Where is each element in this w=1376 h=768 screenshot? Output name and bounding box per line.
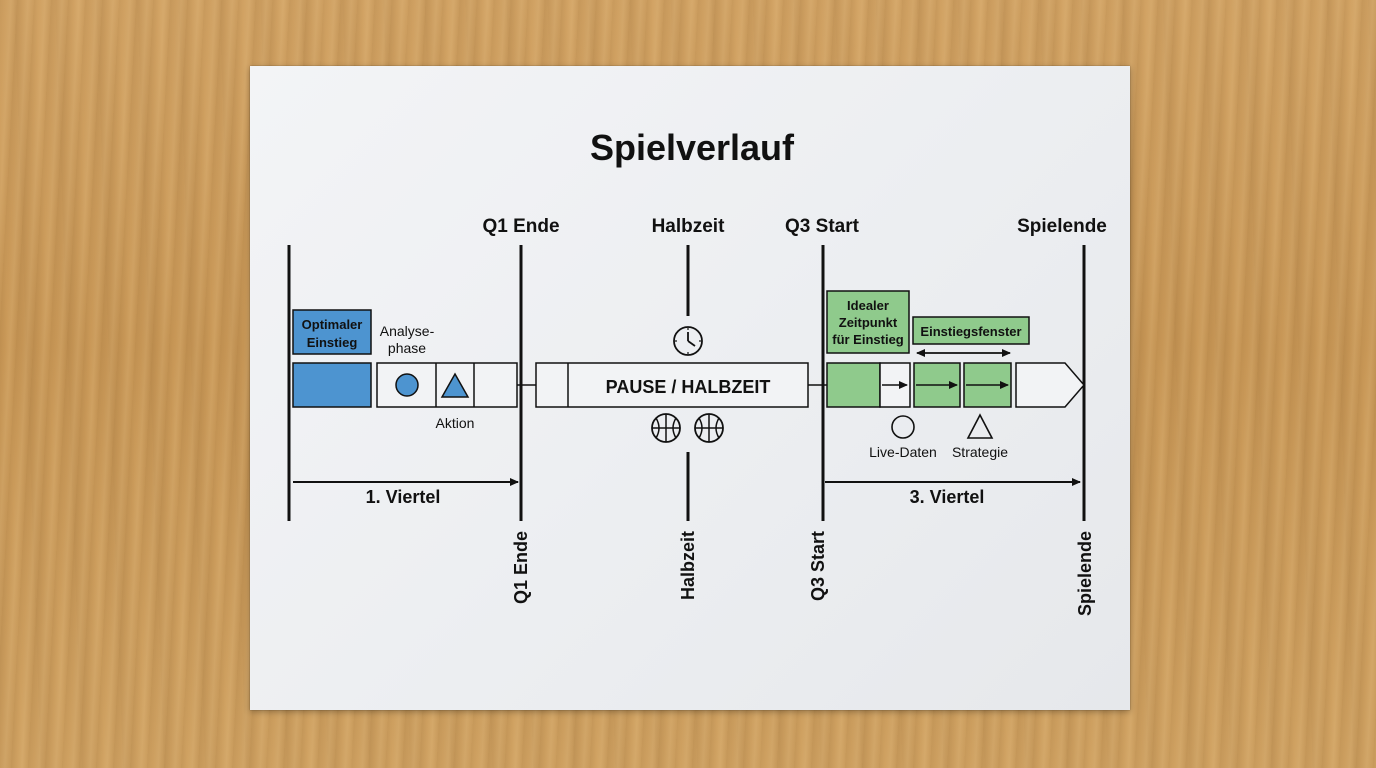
- bottom-label-game-end: Spielende: [1075, 531, 1095, 616]
- bottom-label-q3-start: Q3 Start: [808, 531, 828, 601]
- live-data-label: Live-Daten: [869, 444, 937, 460]
- pause-label: PAUSE / HALBZEIT: [606, 377, 771, 397]
- circle-icon: [396, 374, 418, 396]
- ideal-entry-block: [827, 363, 880, 407]
- circle-icon: [892, 416, 914, 438]
- third-quarter-label: 3. Viertel: [910, 487, 985, 507]
- bottom-label-halftime: Halbzeit: [678, 531, 698, 600]
- basketball-icon: [695, 414, 723, 442]
- marker-label-q3-start: Q3 Start: [785, 216, 860, 237]
- strategy-label: Strategie: [952, 444, 1008, 460]
- end-arrow-block: [1016, 363, 1084, 407]
- marker-label-game-end: Spielende: [1017, 216, 1107, 237]
- optimal-entry-block: [293, 363, 371, 407]
- ideal-time-line2: Zeitpunkt: [839, 315, 898, 330]
- optimal-entry-line2: Einstieg: [307, 335, 358, 350]
- clock-icon: [674, 327, 702, 355]
- entry-window-label: Einstiegsfenster: [920, 324, 1021, 339]
- ideal-time-line3: für Einstieg: [832, 332, 904, 347]
- page-title: Spielverlauf: [590, 127, 795, 168]
- optimal-entry-line1: Optimaler: [302, 317, 363, 332]
- triangle-icon: [968, 415, 992, 438]
- timeline-diagram: Spielverlauf Q1 Ende Halbzeit Q3 Start S…: [250, 66, 1130, 710]
- action-label: Aktion: [436, 415, 475, 431]
- basketball-icon: [652, 414, 680, 442]
- paper-sheet: Spielverlauf Q1 Ende Halbzeit Q3 Start S…: [250, 66, 1130, 710]
- marker-label-halftime: Halbzeit: [652, 216, 726, 237]
- marker-label-q1-end: Q1 Ende: [482, 216, 559, 237]
- bottom-label-q1-end: Q1 Ende: [511, 531, 531, 604]
- analysis-phase-line2: phase: [388, 340, 426, 356]
- ideal-time-line1: Idealer: [847, 298, 889, 313]
- first-quarter-label: 1. Viertel: [366, 487, 441, 507]
- analysis-phase-line1: Analyse-: [380, 323, 435, 339]
